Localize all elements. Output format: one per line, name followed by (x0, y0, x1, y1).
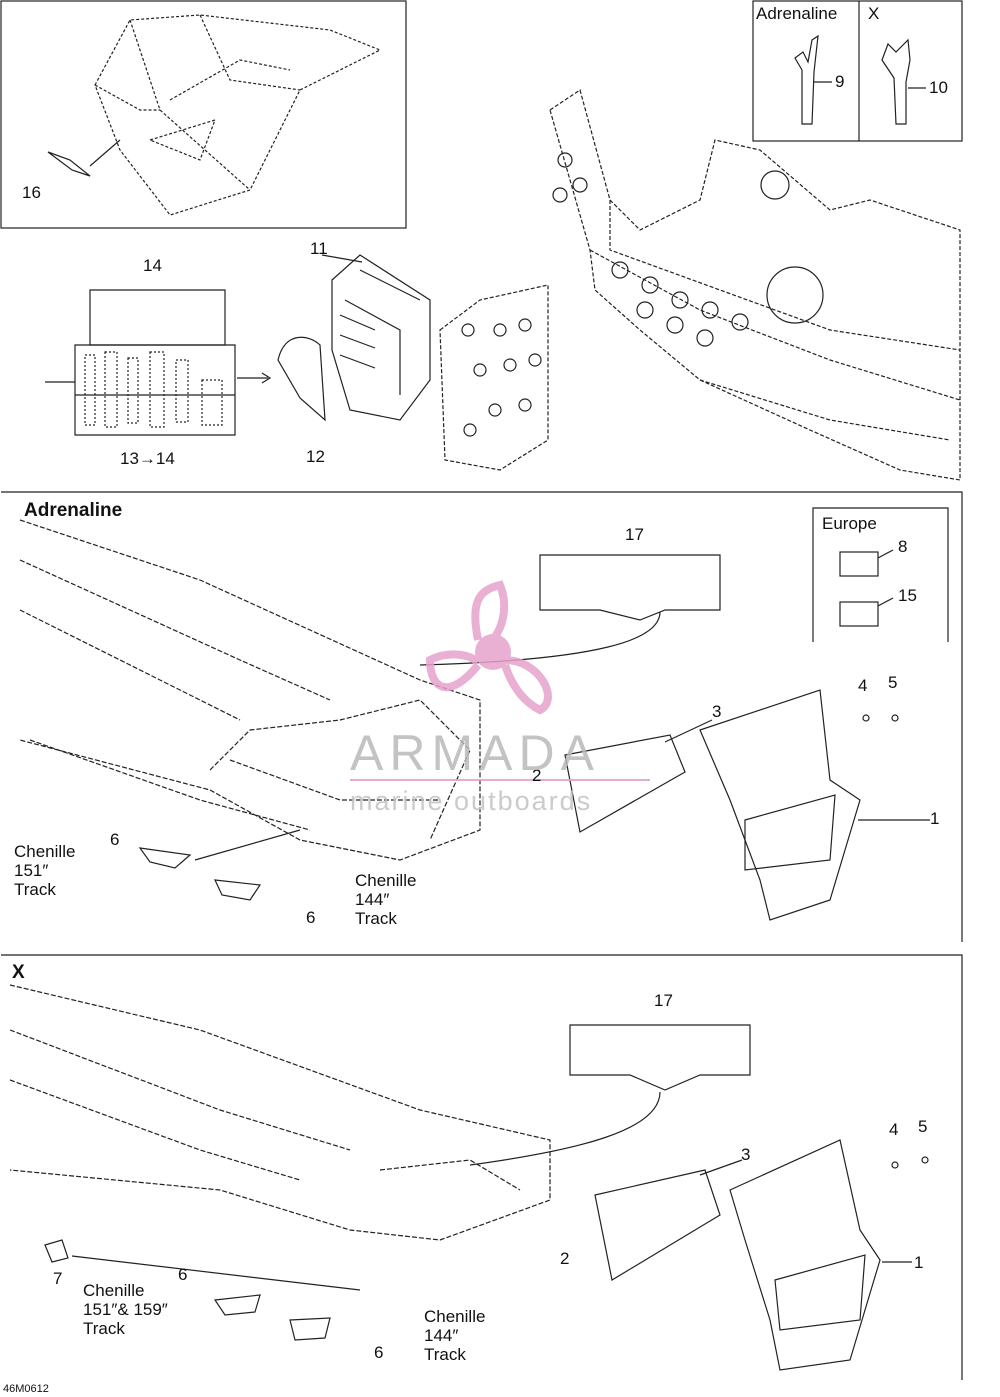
storage-tray-drawing (94, 14, 382, 216)
adr-callout-1: 1 (930, 809, 940, 828)
spanner-10 (881, 38, 911, 125)
section-title-x: X (12, 962, 25, 983)
inset-label-adrenaline: Adrenaline (756, 4, 838, 23)
adr-track-144-line3: Track (355, 909, 397, 928)
x-track-151-line2: 151″& 159″ (83, 1300, 168, 1319)
adr-track-151-line1: Chenille (14, 842, 76, 861)
adr-callout-6-144: 6 (306, 908, 316, 927)
x-callout-3: 3 (741, 1145, 751, 1164)
part-16-seal (47, 151, 91, 177)
adr-callout-15: 15 (898, 586, 917, 605)
panel-frame-europe (812, 507, 949, 642)
x-track-144-line2: 144″ (424, 1326, 459, 1345)
adr-callout-17: 17 (625, 525, 644, 544)
tunnel-drawing (549, 89, 961, 481)
adr-track-144-line1: Chenille (355, 871, 417, 890)
watermark-subtitle: marine outboards (350, 786, 593, 816)
reflector-8 (839, 551, 879, 577)
callout-9: 9 (835, 72, 845, 91)
x-label-17 (569, 1024, 751, 1091)
adr-track-151-line2: 151″ (14, 861, 49, 880)
mount-bracket (439, 284, 549, 471)
callout-13-14: 13→14 (120, 449, 175, 468)
watermark-logo (425, 580, 552, 715)
adr-part-6-144 (214, 879, 262, 901)
x-callout-6-144: 6 (374, 1343, 384, 1362)
adr-callout-2: 2 (532, 766, 542, 785)
x-track-151-line3: Track (83, 1319, 125, 1338)
x-track-151-line1: Chenille (83, 1281, 145, 1300)
adr-part-6-151 (138, 847, 192, 869)
inset-label-europe: Europe (822, 514, 877, 533)
adr-callout-8: 8 (898, 537, 908, 556)
reflector-15 (839, 601, 879, 627)
x-callout-1: 1 (914, 1253, 924, 1272)
adr-track-151-line3: Track (14, 880, 56, 899)
x-callout-6-151: 6 (178, 1265, 188, 1284)
x-part-6-144 (289, 1317, 331, 1341)
callout-11: 11 (310, 239, 328, 258)
adrenaline-tunnel (19, 519, 481, 861)
x-plate-3 (594, 1169, 721, 1281)
callout-12: 12 (306, 447, 325, 466)
x-callout-7: 7 (53, 1269, 63, 1288)
spanner-9 (794, 34, 819, 125)
x-callout-17: 17 (654, 991, 673, 1010)
x-part-6-151 (213, 1294, 261, 1316)
x-track-144-line3: Track (424, 1345, 466, 1364)
x-callout-5: 5 (918, 1117, 928, 1136)
inset-label-x: X (868, 4, 880, 23)
callout-14: 14 (143, 256, 162, 275)
toolkit-pouch (89, 289, 226, 346)
watermark-title: ARMADA (350, 725, 600, 781)
panel-frame-x (1, 954, 963, 1380)
section-title-adrenaline: Adrenaline (24, 500, 123, 521)
x-track-144-line1: Chenille (424, 1307, 486, 1326)
callout-10: 10 (929, 78, 948, 97)
adr-snowflap-1 (699, 689, 861, 921)
panel-frame-tank (0, 0, 407, 229)
x-callout-4: 4 (889, 1120, 899, 1139)
panel-frame-spanners (752, 0, 963, 142)
adr-plate-3 (564, 734, 686, 833)
x-tunnel (9, 984, 551, 1241)
adr-callout-3: 3 (712, 702, 722, 721)
part-11-case (331, 254, 431, 421)
panel-frame-adrenaline (1, 491, 963, 942)
adr-callout-4: 4 (858, 676, 868, 695)
x-snowflap-1 (729, 1139, 881, 1371)
adr-callout-5: 5 (888, 673, 898, 692)
adr-track-144-line2: 144″ (355, 890, 390, 909)
callout-16: 16 (22, 183, 41, 202)
adr-label-17 (539, 554, 721, 621)
adr-callout-6-151: 6 (110, 830, 120, 849)
x-callout-2: 2 (560, 1249, 570, 1268)
diagram-code: 46M0612 (3, 1383, 49, 1395)
x-part-7 (44, 1239, 69, 1263)
strap-12 (277, 336, 326, 422)
